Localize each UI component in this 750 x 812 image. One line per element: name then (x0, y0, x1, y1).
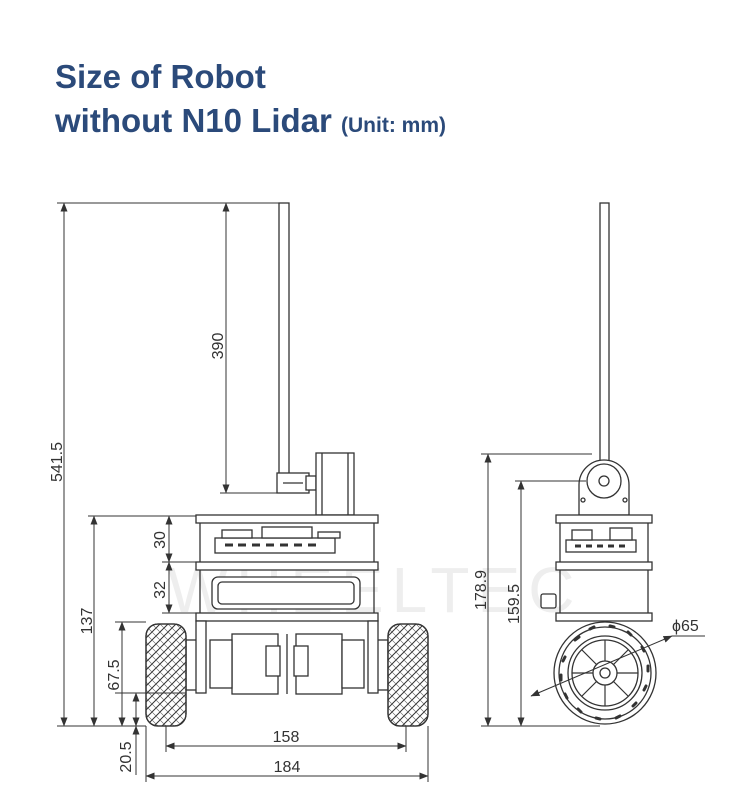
left-wheel (145, 623, 187, 727)
middle-deck (195, 561, 379, 613)
right-wheel (387, 623, 429, 727)
title-line-2-text: without N10 Lidar (55, 102, 332, 139)
dim-wheel-track: 158 (273, 729, 300, 746)
side-view (540, 202, 657, 725)
title-line-2: without N10 Lidar (Unit: mm) (55, 99, 446, 148)
dim-overall-width: 184 (274, 759, 301, 776)
dim-side-height-body: 159.5 (506, 584, 523, 624)
side-wheel (553, 621, 657, 725)
front-view (145, 202, 429, 727)
title-line-1: Size of Robot (55, 58, 266, 95)
upper-deck (195, 514, 379, 562)
page-title: Size of Robot without N10 Lidar (Unit: m… (55, 55, 446, 148)
dim-ground-clearance: 20.5 (118, 741, 135, 772)
dim-antenna: 390 (210, 333, 227, 360)
dim-upper-deck: 30 (152, 531, 169, 549)
dim-axle-height: 67.5 (106, 659, 123, 690)
dim-total-height: 541.5 (49, 442, 66, 482)
bottom-deck-motors (185, 612, 389, 695)
antenna-mast (276, 202, 355, 516)
dim-body-height: 137 (79, 608, 96, 635)
dim-wheel-diameter: ϕ65 (672, 618, 699, 635)
dim-side-height-total: 178.9 (473, 570, 490, 610)
side-antenna (578, 202, 630, 516)
unit-label: (Unit: mm) (341, 114, 446, 137)
dim-lower-deck: 32 (152, 581, 169, 599)
side-dimensions (481, 453, 705, 727)
side-decks (540, 514, 653, 622)
front-dimensions (57, 202, 429, 782)
